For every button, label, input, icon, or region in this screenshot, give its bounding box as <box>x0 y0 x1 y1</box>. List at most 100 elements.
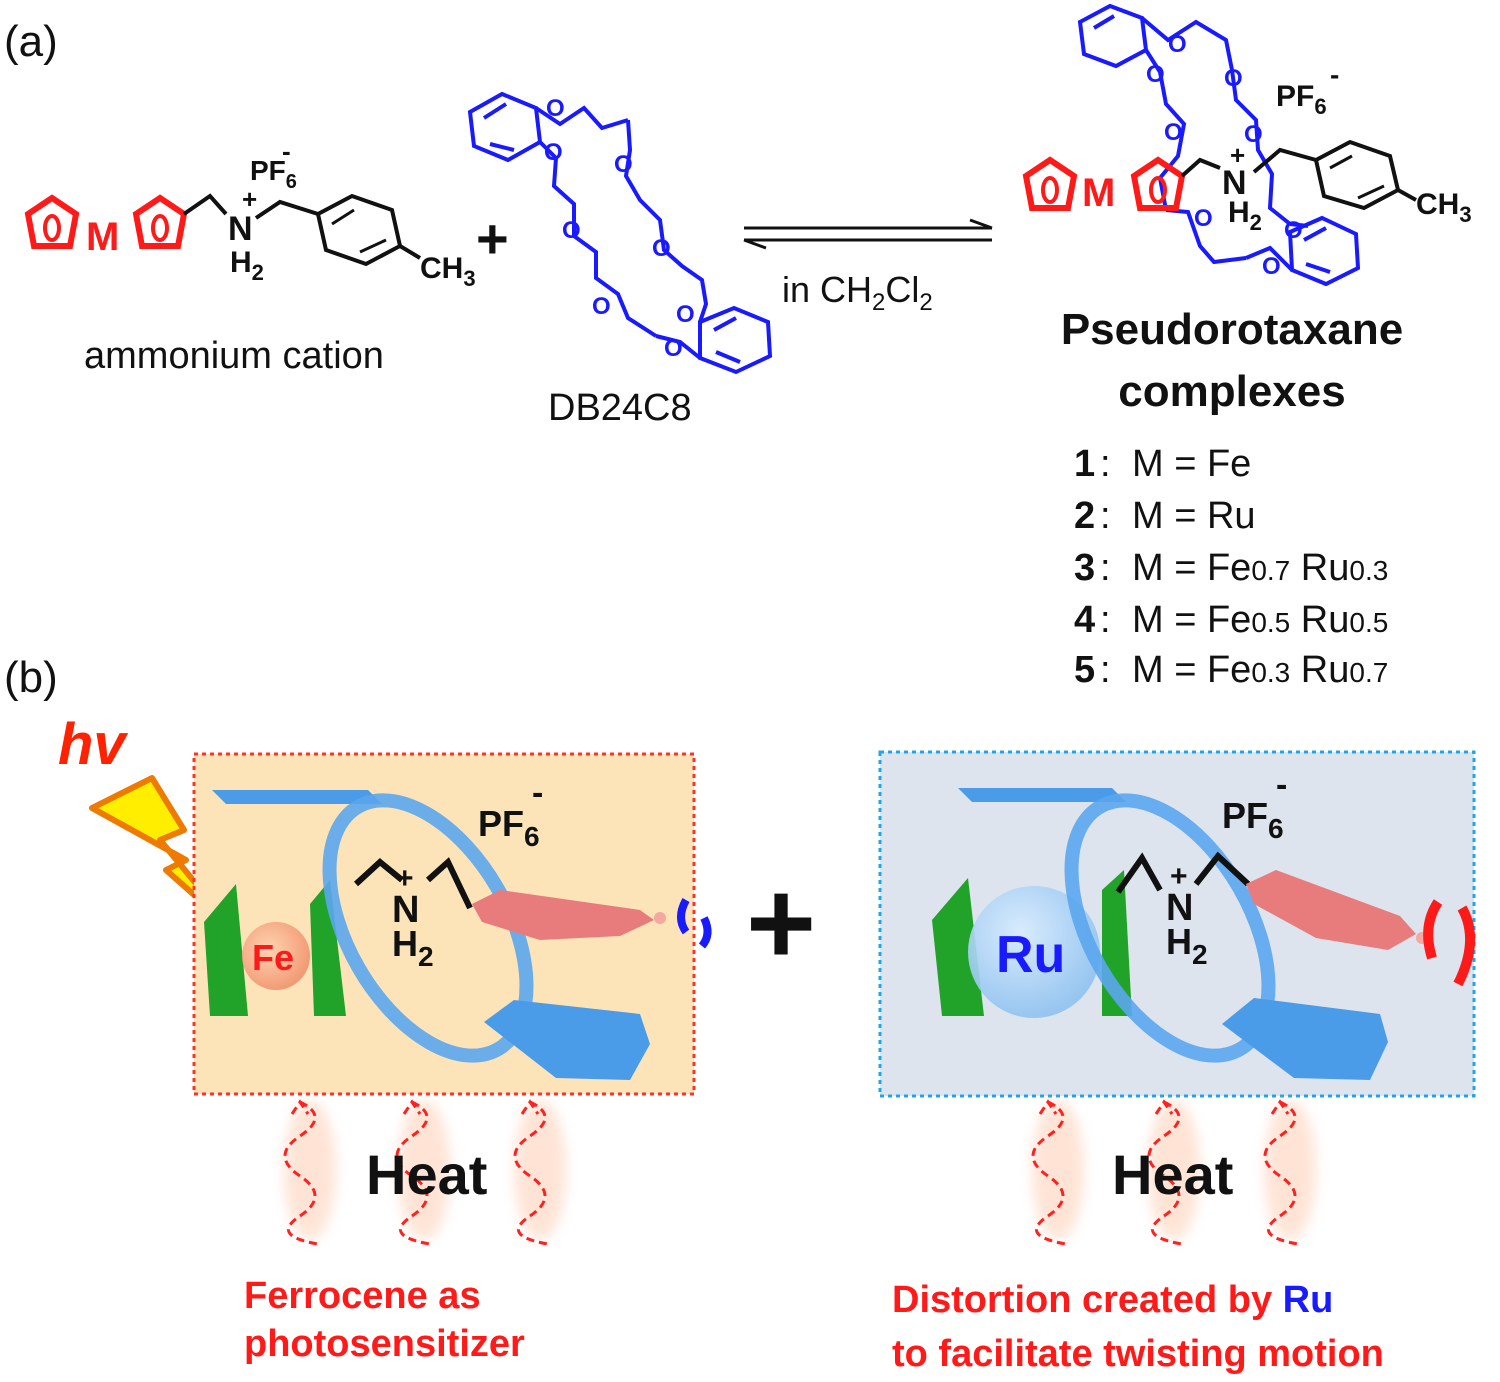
svg-text:M = Fe0.7 Ru0.3: M = Fe0.7 Ru0.3 <box>1132 547 1388 589</box>
chain-left-a <box>353 858 404 887</box>
benzo-bottom-left <box>484 1000 650 1080</box>
cp-plate-left-1 <box>204 884 248 1016</box>
product-h2: H2 <box>1228 196 1262 235</box>
panel-b-label: (b) <box>4 653 58 702</box>
toluene-ring-a <box>315 193 422 267</box>
product-toluene <box>1313 139 1417 211</box>
benzo-top-right <box>958 788 1126 802</box>
toluene-plate-right <box>1246 870 1416 950</box>
svg-text:O: O <box>1244 121 1263 148</box>
svg-text:O: O <box>1164 119 1183 146</box>
cp-ring-right-inner <box>151 214 169 242</box>
benzo-top-left <box>212 790 382 804</box>
svg-text:1: 1 <box>1074 443 1095 485</box>
product-chain-right <box>1252 147 1317 174</box>
fe-complex-illustration: Fe <box>204 790 712 1080</box>
svg-text::: : <box>1100 547 1111 589</box>
fe-caption-1: Ferrocene as <box>244 1275 481 1317</box>
panel-a-label: (a) <box>4 17 58 66</box>
crown-ring-right <box>1064 793 1276 1063</box>
svg-text::: : <box>1100 443 1111 485</box>
h2-right: H2 <box>1166 921 1208 970</box>
fe-sphere <box>242 922 310 990</box>
twist-arrow-red-down <box>1453 905 1475 987</box>
heat-arrow <box>1263 1099 1316 1246</box>
fe-label: Fe <box>252 937 294 978</box>
product-oxygens: O O O O O O O O <box>1146 31 1303 280</box>
svg-text:M: M <box>1082 171 1115 215</box>
twist-arrow-red-up <box>1423 899 1443 960</box>
pf6-right: PF6 <box>1222 795 1284 844</box>
pf6-right-charge: - <box>1276 766 1287 804</box>
crown-ring-left <box>322 793 534 1063</box>
ammonium-chain-left <box>182 193 228 216</box>
svg-text:M = Ru: M = Ru <box>1132 495 1256 537</box>
product-ch3: CH3 <box>1416 188 1472 227</box>
ch3-a: CH3 <box>420 252 476 291</box>
svg-text:3: 3 <box>1074 547 1095 589</box>
svg-text:O: O <box>676 301 695 328</box>
product-pf6-charge: - <box>1330 59 1339 90</box>
heat-arrow <box>395 1099 450 1246</box>
pf6-a: PF6 <box>250 155 297 193</box>
svg-text:2: 2 <box>1074 495 1095 537</box>
compound-row: 5 : M = Fe0.3 Ru0.7 <box>1074 649 1388 691</box>
heat-arrows-right <box>1031 1099 1316 1246</box>
compound-row: 2 : M = Ru <box>1074 495 1256 537</box>
twist-arrow-blue-up <box>677 898 690 935</box>
db24c8-structure <box>467 91 773 375</box>
svg-text:O: O <box>1262 253 1281 280</box>
nitrogen-right: N <box>1166 887 1193 929</box>
product-title-1: Pseudorotaxane <box>1061 305 1403 354</box>
chain-right-a <box>1115 852 1163 894</box>
svg-text:O: O <box>652 235 671 262</box>
cp-ring-left-inner <box>43 214 61 242</box>
ru-complex-illustration: Ru <box>932 788 1475 1080</box>
pf6-left: PF6 <box>478 803 540 852</box>
fe-caption-2: photosensitizer <box>244 1323 525 1365</box>
heat-arrow <box>1031 1099 1084 1246</box>
heat-arrow <box>1147 1099 1200 1246</box>
h2-a: H2 <box>230 246 264 285</box>
heat-label-left: Heat <box>366 1143 487 1206</box>
n-charge-a: + <box>242 184 257 214</box>
svg-text:O: O <box>546 95 565 122</box>
svg-text:O: O <box>1284 217 1303 244</box>
svg-text:4: 4 <box>1074 599 1095 641</box>
metal-label-a: M <box>86 215 119 259</box>
compound-list: 1 : M = Fe 2 : M = Ru 3 : M = Fe0.7 Ru0.… <box>1074 443 1388 691</box>
cp-plate-left-2 <box>310 880 346 1016</box>
svg-text:M = Fe0.5 Ru0.5: M = Fe0.5 Ru0.5 <box>1132 599 1388 641</box>
ru-caption-1: Distortion created by Ru <box>892 1279 1333 1321</box>
product-pf6: PF6 <box>1276 80 1327 119</box>
ammonium-caption: ammonium cation <box>84 335 384 377</box>
toluene-plate-left <box>472 890 654 940</box>
svg-text:O: O <box>592 293 611 320</box>
svg-text::: : <box>1100 495 1111 537</box>
product-n-charge: + <box>1230 140 1245 170</box>
pf6-charge-a: - <box>282 136 291 166</box>
pf6-left-charge: - <box>532 774 543 812</box>
nitrogen-a: N <box>228 210 253 248</box>
ru-label: Ru <box>996 926 1065 984</box>
chain-right-b <box>1193 851 1251 887</box>
svg-text::: : <box>1100 649 1111 691</box>
hv-label: hv <box>58 712 128 777</box>
svg-text:5: 5 <box>1074 649 1095 691</box>
n-charge-left: + <box>396 862 414 895</box>
svg-text:O: O <box>1194 205 1213 232</box>
svg-text:O: O <box>1224 65 1243 92</box>
svg-text:O: O <box>614 151 633 178</box>
ru-caption-2: to facilitate twisting motion <box>892 1333 1384 1375</box>
ammonium-chain-right <box>254 199 319 220</box>
twist-arrow-blue-down <box>698 916 712 949</box>
product-ferrocene: M <box>1022 156 1186 215</box>
equilibrium-arrow <box>743 218 993 250</box>
n-charge-right: + <box>1170 860 1188 893</box>
svg-text:O: O <box>1168 31 1187 58</box>
svg-text:O: O <box>1146 61 1165 88</box>
ru-sphere <box>968 886 1100 1018</box>
methyl-left <box>654 912 666 924</box>
